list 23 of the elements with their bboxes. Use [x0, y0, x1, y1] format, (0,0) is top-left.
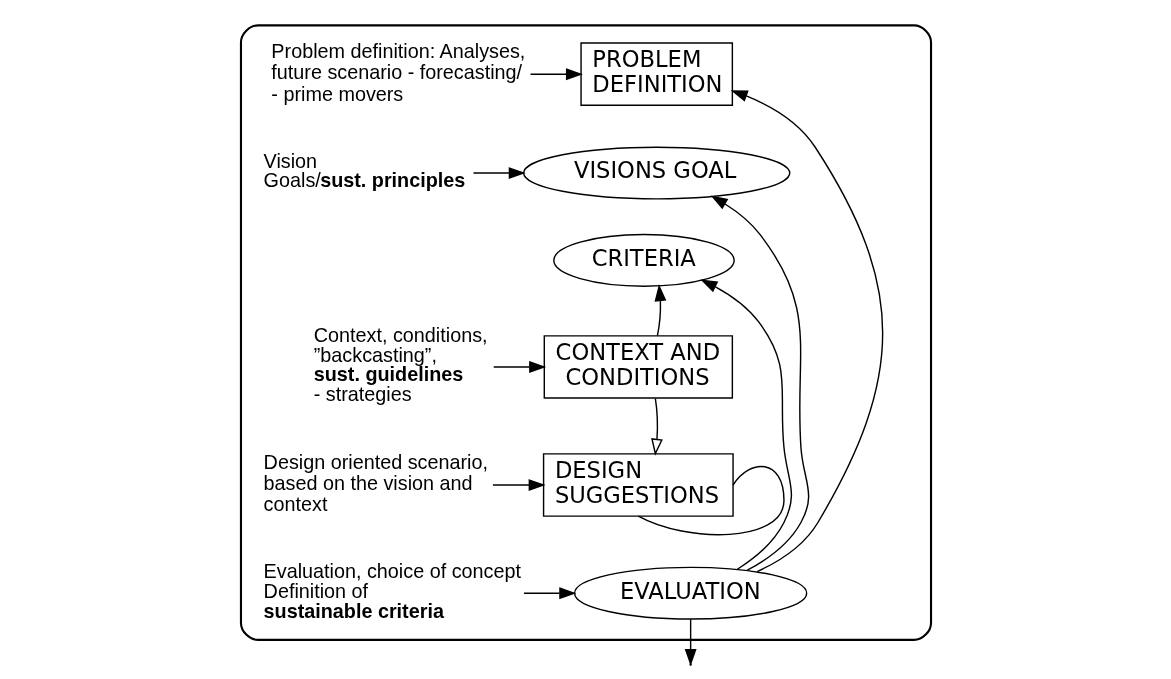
node-box: PROBLEM DEFINITION: [579, 42, 733, 106]
arrow: [472, 167, 526, 179]
arrow: [529, 68, 583, 81]
node-box: DESIGN SUGGESTIONS: [542, 453, 734, 517]
node-ellipse: EVALUATION: [573, 566, 807, 620]
arrow: [491, 479, 546, 491]
arrow: [710, 195, 809, 571]
node-text: Design oriented scenario, based on the vision and context: [263, 451, 488, 516]
node-text: Vision Goals/sust. principles: [263, 149, 465, 192]
cluster: [239, 24, 932, 641]
node-text: Context, conditions, ”backcasting”, sust. guidelines - strategies: [313, 323, 488, 406]
node-box: CONTEXT AND CONDITIONS: [543, 335, 733, 399]
node-ellipse: VISIONS GOAL: [522, 146, 790, 200]
node-ellipse: CRITERIA: [552, 233, 735, 287]
arrow: [730, 90, 883, 573]
arrow: [522, 587, 576, 600]
arrow: [654, 284, 666, 337]
arrow: [699, 279, 792, 570]
node-text: Evaluation, choice of concept Definition of sustainable criteria: [263, 559, 521, 622]
connector: [637, 465, 785, 536]
arrow: [650, 397, 663, 456]
arrow: [492, 361, 546, 373]
node-text: Problem definition: Analyses, future scenario - forecasting/ - prime movers: [270, 40, 525, 105]
